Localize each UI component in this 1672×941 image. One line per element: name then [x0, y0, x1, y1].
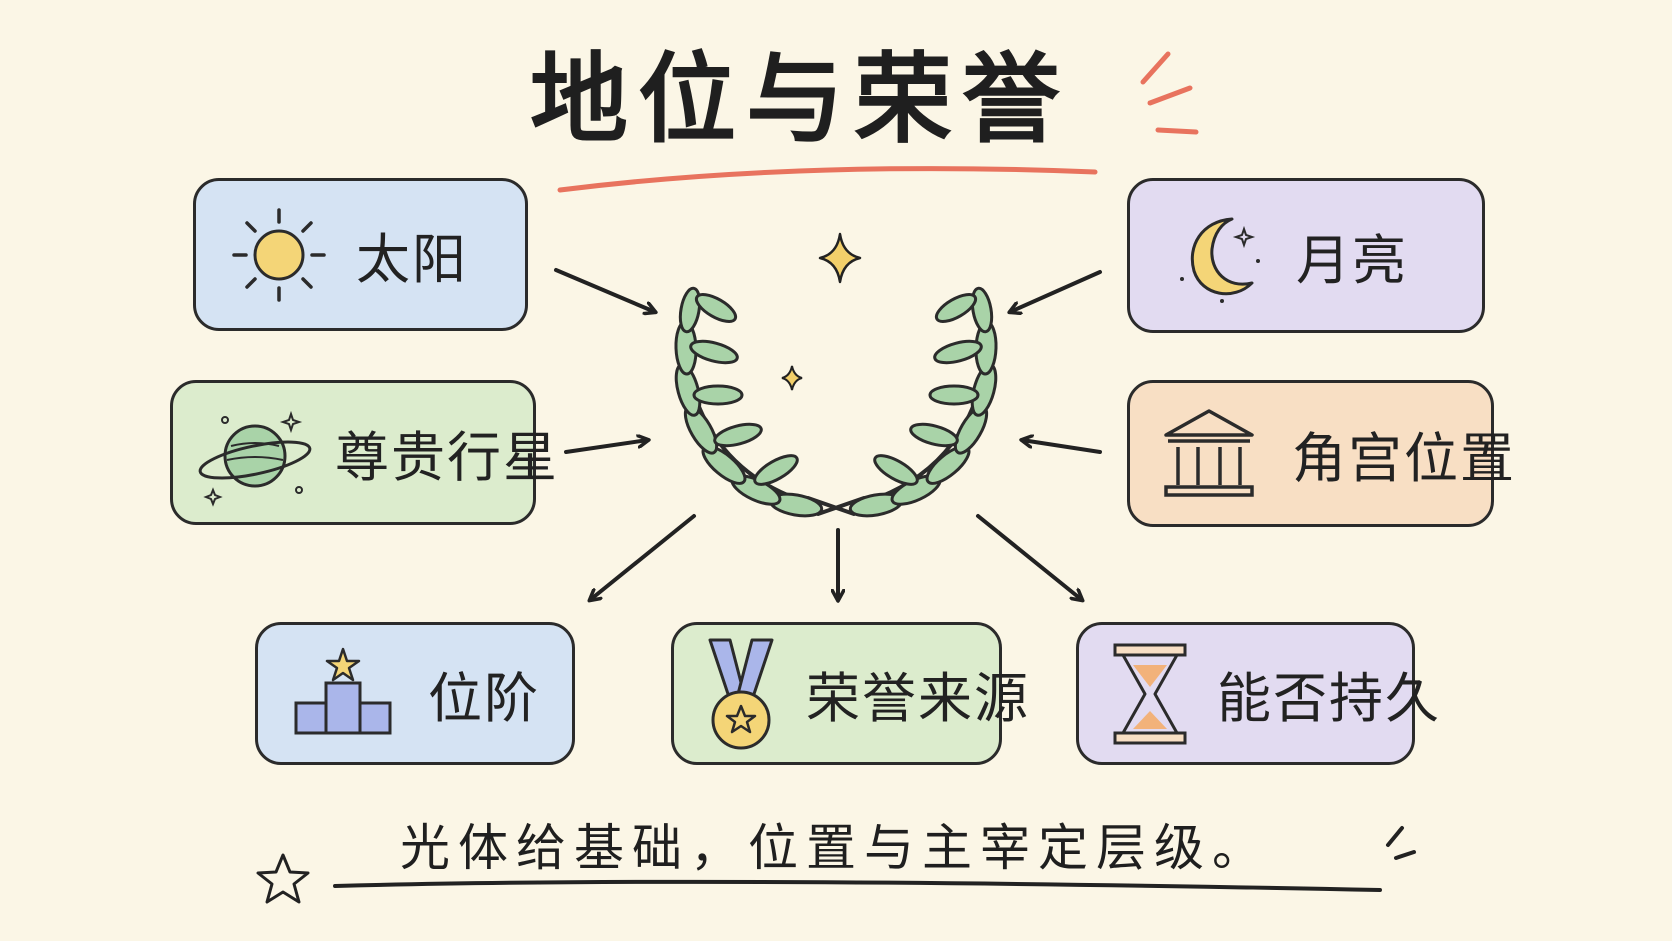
card-duration-label: 能否持久 [1217, 667, 1441, 730]
arrow-center-to-duration [976, 514, 1082, 600]
card-duration: 能否持久 [1076, 622, 1439, 765]
card-rank: 位阶 [255, 622, 575, 765]
card-moon-label: 月亮 [1296, 229, 1408, 292]
footer-underline [333, 879, 1382, 892]
card-rank-label: 位阶 [428, 667, 540, 730]
card-planet: 尊贵行星 [170, 380, 557, 525]
arrow-center-to-rank [590, 514, 696, 600]
arrow-moon-to-center [1010, 270, 1102, 312]
arrow-sun-to-center [554, 268, 655, 312]
card-planet-label: 尊贵行星 [335, 426, 559, 489]
arrow-planet-to-center [564, 440, 648, 454]
medal-icon [708, 638, 774, 749]
card-moon: 月亮 [1127, 178, 1485, 333]
card-sun-label: 太阳 [356, 228, 468, 291]
card-angle-label: 角宫位置 [1292, 427, 1516, 490]
sun-icon [232, 207, 326, 302]
temple-icon [1164, 408, 1254, 497]
sparkle-star-icon [818, 232, 862, 284]
podium-icon [294, 647, 392, 734]
card-sun: 太阳 [193, 178, 528, 331]
arrow-angle-to-center [1022, 440, 1102, 454]
hourglass-icon [1113, 643, 1187, 744]
card-source-label: 荣誉来源 [806, 667, 1030, 730]
card-angle: 角宫位置 [1127, 380, 1514, 527]
sparkle-star-small-icon [781, 365, 803, 391]
moon-icon [1180, 217, 1260, 303]
title-underline [557, 166, 1098, 193]
card-source: 荣誉来源 [671, 622, 1028, 765]
footer-caption: 光体给基础，位置与主宰定层级。 [400, 819, 1270, 877]
footer-star-icon [256, 853, 310, 904]
planet-icon [198, 410, 312, 507]
title-accent-strokes [1140, 51, 1199, 135]
page-title: 地位与荣誉 [529, 43, 1070, 157]
footer-accent-strokes [1386, 826, 1416, 860]
laurel-wreath-icon [674, 286, 998, 518]
